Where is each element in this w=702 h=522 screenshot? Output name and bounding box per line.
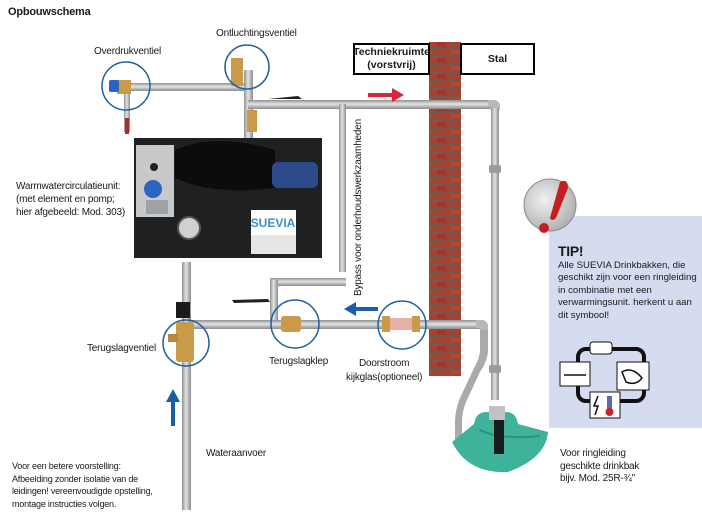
label-vent-valve: Ontluchtingsventiel — [216, 28, 297, 39]
pipe — [270, 278, 346, 286]
label-water-supply: Wateraanvoer — [206, 448, 267, 459]
label-circulation-unit: Warmwatercirculatieunit: (met element en… — [16, 181, 125, 218]
callout-vent-valve — [224, 44, 270, 90]
heater-icon — [559, 361, 591, 387]
pipe — [248, 100, 494, 109]
callout-overpressure-valve — [101, 61, 151, 111]
tip-text: Alle SUEVIA Drinkbakken, die geschikt zi… — [558, 260, 697, 321]
callout-check-valve — [270, 299, 320, 349]
tip-panel — [549, 216, 702, 428]
warning-exclamation-icon — [523, 178, 577, 233]
overpressure-valve-cap — [109, 80, 119, 92]
brand-label: SUEVIA — [251, 216, 296, 230]
circulation-unit: SUEVIA — [134, 138, 322, 258]
pipe — [124, 90, 130, 132]
note-text: Voor een betere voorstelling: Afbeelding… — [12, 461, 153, 509]
label-check-valve: Terugslagklep — [269, 356, 329, 367]
drinking-bowl — [452, 406, 548, 473]
callout-flow-sight-glass — [377, 300, 427, 350]
tip-title: TIP! — [558, 243, 584, 259]
flow-arrow-up-icon — [166, 389, 180, 426]
label-bypass: Bypass voor onderhoudswerkzaamheden — [353, 119, 364, 296]
pipe — [270, 280, 278, 324]
label-overpressure-valve: Overdrukventiel — [94, 46, 162, 57]
flow-arrow-left-icon — [344, 302, 378, 316]
callout-non-return-valve — [162, 319, 210, 367]
pipe — [491, 108, 499, 400]
pipe — [124, 83, 248, 91]
ring-circuit-symbol-icon — [559, 341, 650, 419]
label-flow-sight-glass: Doorstroom kijkglas(optioneel) — [346, 358, 423, 383]
pipe — [186, 320, 482, 329]
drinking-bowl-icon — [616, 361, 650, 391]
stable-label: Stal — [460, 43, 535, 75]
pipe-icon — [589, 341, 613, 355]
pipe — [182, 262, 191, 510]
technical-room-label: Techniekruimte (vorstvrij) — [353, 43, 430, 75]
label-drinking-bowl: Voor ringleiding geschikte drinkbak bijv… — [560, 448, 640, 484]
label-non-return-valve: Terugslagventiel — [87, 343, 157, 354]
flow-arrow-red-icon — [368, 88, 404, 102]
diagram-title: Opbouwschema — [8, 6, 91, 18]
